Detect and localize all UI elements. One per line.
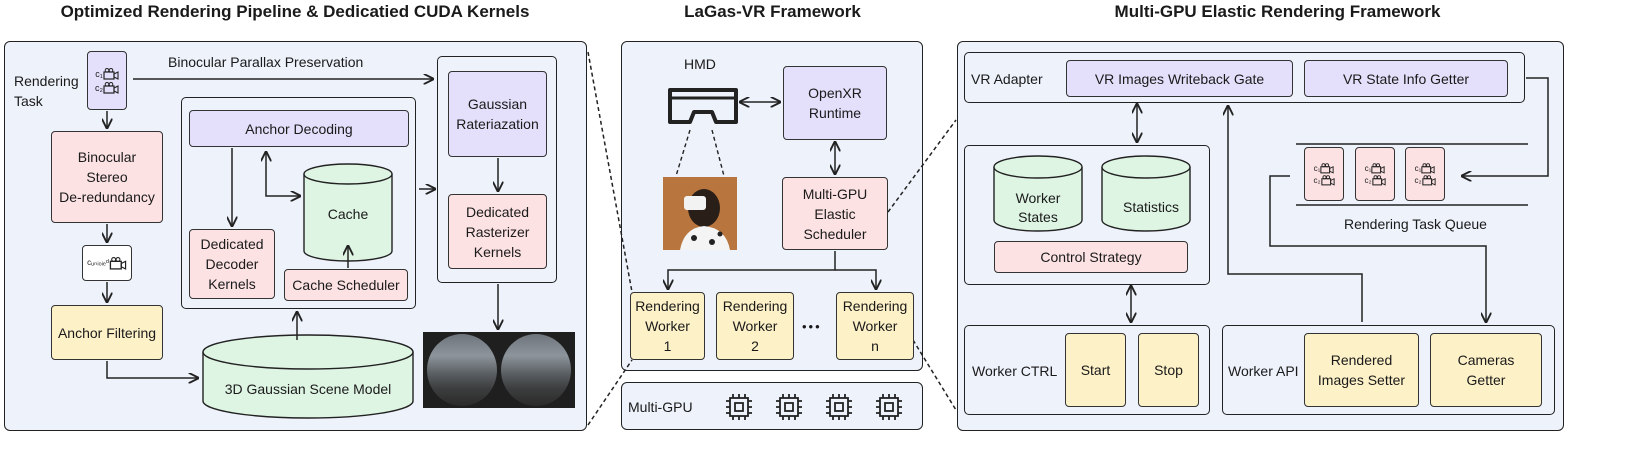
queue-cam-top: c₁ (1313, 163, 1321, 173)
multi-gpu-label: Multi-GPU (628, 399, 693, 415)
camera-label-c2: c₂ (95, 82, 103, 93)
gpu-chip-icon (776, 394, 802, 420)
camera-icon (103, 81, 119, 94)
camera-label-c1: c₁ (95, 68, 103, 79)
rendering-worker-2: Rendering Worker 2 (716, 292, 794, 360)
queue-cam-bottom: c₂ (1364, 175, 1372, 185)
scene-model-cylinder (202, 334, 414, 419)
images-setter-box: Rendered Images Setter (1304, 333, 1419, 407)
gpu-chip-icon (826, 394, 852, 420)
statistics-cylinder (1101, 155, 1191, 232)
queue-task-3: c₁ c₂ (1405, 147, 1445, 201)
control-strategy-box: Control Strategy (994, 241, 1188, 273)
rendering-task-label: Rendering Task (14, 73, 79, 109)
multi-gpu-panel (621, 382, 923, 430)
writeback-gate-box: VR Images Writeback Gate (1066, 60, 1293, 97)
queue-cam-bottom: c₂ (1414, 175, 1422, 185)
statistics-label: Statistics (1122, 199, 1179, 215)
camera-label-unified: cᵤₙᵢₒᵢₑᵈ (87, 258, 109, 267)
person-figure (680, 189, 730, 250)
camera-icon (1371, 174, 1386, 186)
unified-camera-box: cᵤₙᵢₒᵢₑᵈ (82, 245, 132, 281)
queue-cam-bottom: c₂ (1313, 175, 1321, 185)
cache-scheduler-box: Cache Scheduler (284, 269, 408, 301)
binocular-parallax-label: Binocular Parallax Preservation (168, 54, 364, 70)
elastic-scheduler-box: Multi-GPU Elastic Scheduler (782, 177, 888, 250)
task-queue-label: Rendering Task Queue (1344, 216, 1487, 232)
scene-model-label: 3D Gaussian Scene Model (224, 381, 392, 397)
cache-label: Cache (327, 206, 369, 222)
worker-states-cylinder (993, 155, 1083, 232)
gpu-chip-icon (876, 394, 902, 420)
worker-states-label: Worker States (1015, 190, 1061, 225)
gpu-chip-icon (726, 394, 752, 420)
cameras-getter-box: Cameras Getter (1430, 333, 1542, 407)
worker-ctrl-label: Worker CTRL (972, 363, 1058, 379)
camera-icon (109, 256, 127, 270)
state-info-getter-box: VR State Info Getter (1304, 60, 1508, 97)
rendering-worker-1: Rendering Worker 1 (630, 292, 705, 360)
stop-box: Stop (1138, 333, 1199, 407)
decoder-kernels-box: Dedicated Decoder Kernels (189, 229, 275, 299)
hmd-label: HMD (684, 56, 716, 72)
rendering-worker-n: Rendering Worker n (836, 292, 914, 360)
start-box: Start (1065, 333, 1126, 407)
left-eye-view (427, 334, 497, 406)
camera-icon (1421, 162, 1435, 174)
queue-task-2: c₁ c₂ (1355, 147, 1395, 201)
middle-title: LaGas-VR Framework (684, 2, 861, 21)
vr-adapter-label: VR Adapter (971, 71, 1043, 87)
camera-icon (1320, 162, 1334, 174)
worker-api-label: Worker API (1228, 363, 1299, 379)
queue-cam-top: c₁ (1414, 163, 1422, 173)
rasterizer-kernels-box: Dedicated Rasterizer Kernels (448, 194, 547, 269)
openxr-runtime-box: OpenXR Runtime (783, 66, 887, 140)
rendering-task-cameras: c₁ c₂ (87, 51, 127, 110)
camera-icon (103, 67, 119, 80)
anchor-filtering-box: Anchor Filtering (51, 305, 163, 360)
queue-cam-top: c₁ (1364, 163, 1372, 173)
gaussian-rasterization-box: Gaussian Rateriazation (448, 71, 547, 157)
workers-ellipsis: ••• (802, 319, 822, 334)
queue-task-1: c₁ c₂ (1304, 147, 1344, 201)
right-eye-view (501, 334, 571, 406)
right-title: Multi-GPU Elastic Rendering Framework (1114, 2, 1441, 21)
camera-icon (1371, 162, 1385, 174)
camera-icon (1421, 174, 1436, 186)
camera-icon (1320, 174, 1335, 186)
rendered-vr-image (423, 332, 575, 408)
anchor-decoding-box: Anchor Decoding (189, 110, 409, 147)
vr-headset-icon (668, 88, 738, 124)
left-title: Optimized Rendering Pipeline & Dedicatie… (60, 2, 530, 21)
stereo-deredundancy-box: Binocular Stereo De-redundancy (51, 131, 163, 223)
cache-cylinder (303, 163, 393, 262)
